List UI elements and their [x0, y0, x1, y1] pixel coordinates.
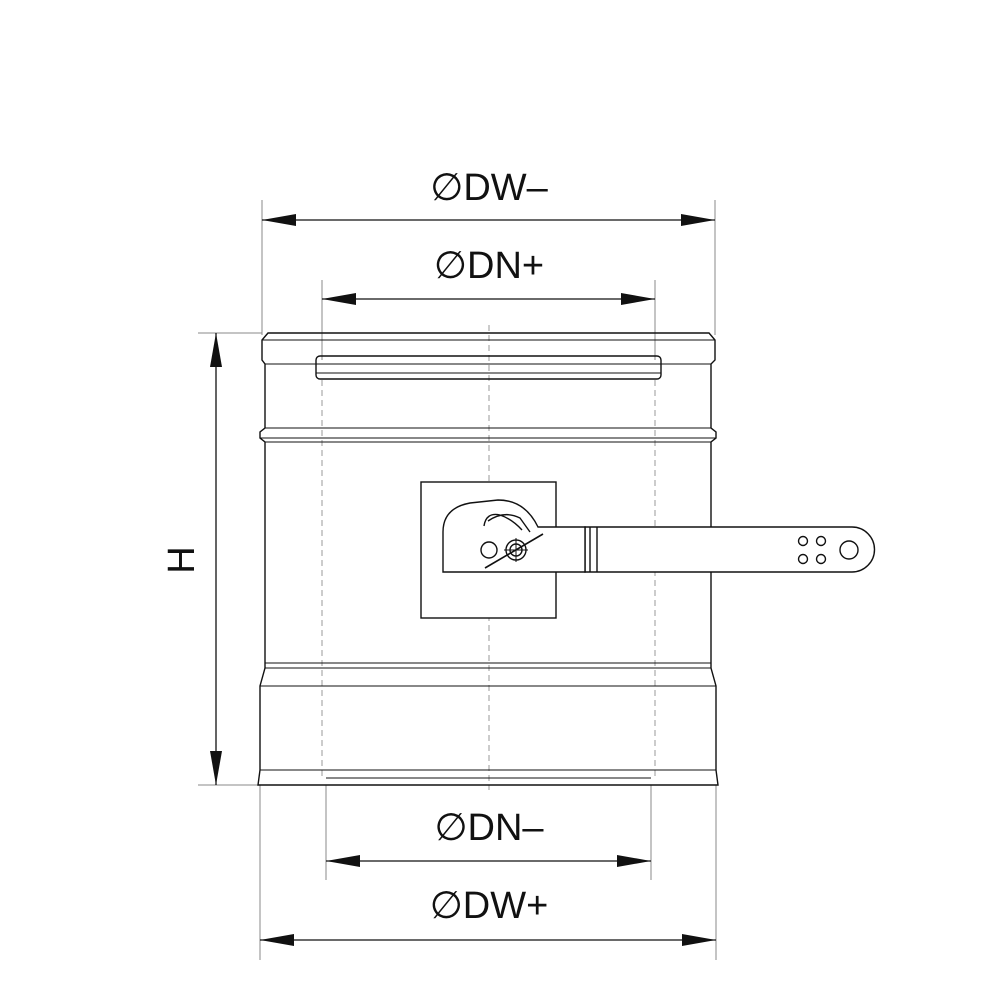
lever-hub — [442, 499, 586, 573]
lever-end-hole — [839, 540, 859, 560]
label-dw-bottom: ∅DW+ — [430, 885, 549, 927]
dimension-lines — [210, 214, 716, 946]
lever-hole — [797, 553, 809, 565]
damper-lever — [442, 499, 876, 573]
label-dn-bottom: ∅DN– — [434, 807, 544, 849]
lever-arm — [584, 526, 876, 573]
label-dw-top: ∅DW– — [430, 167, 548, 209]
lever-hole — [815, 535, 827, 547]
lever-hole — [815, 553, 827, 565]
label-dn-top: ∅DN+ — [434, 245, 544, 287]
lever-hole — [797, 535, 809, 547]
label-height: H — [161, 546, 203, 573]
top-collar — [315, 355, 662, 380]
arc-slot — [487, 513, 531, 533]
pivot-hole — [480, 541, 498, 559]
damper-body — [257, 332, 719, 786]
